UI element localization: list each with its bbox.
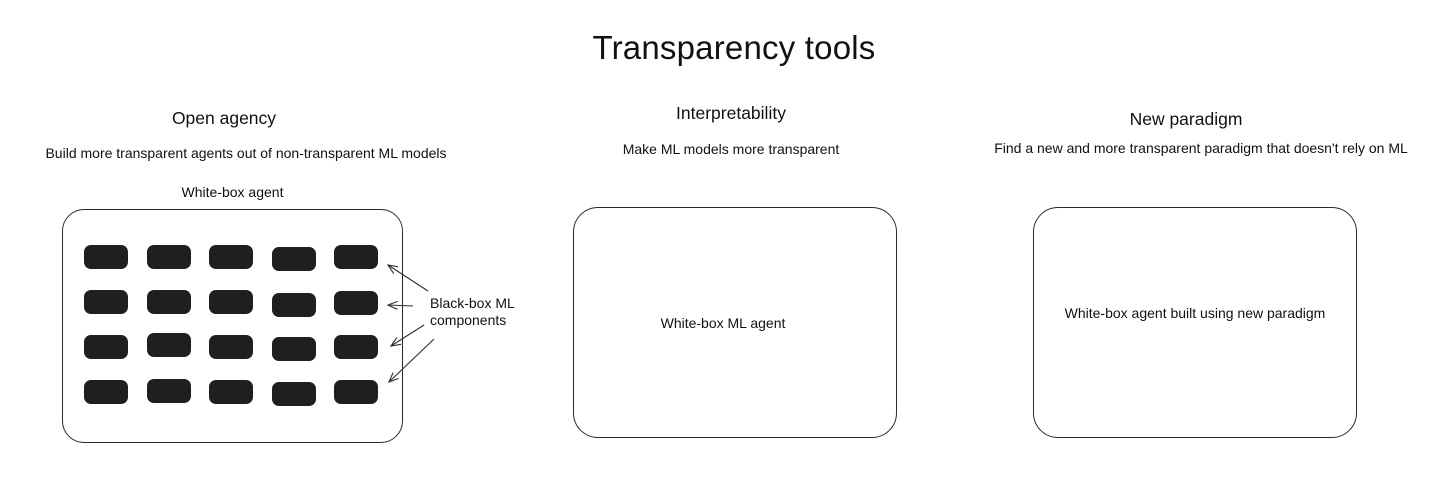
black-box-ml-component (146, 379, 191, 403)
black-box-ml-component (146, 333, 191, 357)
column-subtitle-open-agency: Build more transparent agents out of non… (45, 145, 447, 161)
black-box-ml-component (209, 290, 253, 314)
black-box-ml-component (271, 247, 316, 271)
white-box-agent-label: White-box agent (181, 184, 284, 200)
black-box-ml-component (271, 382, 316, 406)
component-row (84, 245, 378, 271)
column-subtitle-new-paradigm: Find a new and more transparent paradigm… (994, 140, 1408, 156)
white-box-ml-agent-box: White-box ML agent (573, 207, 897, 438)
black-box-ml-component (84, 245, 128, 269)
arrow-to-row-2 (386, 300, 414, 310)
black-box-ml-component (84, 380, 128, 404)
arrow-to-row-1 (386, 264, 429, 292)
black-box-ml-component (84, 290, 128, 314)
black-box-components-label: Black-box ML components (430, 295, 515, 328)
black-box-ml-component (271, 293, 316, 317)
new-paradigm-agent-text: White-box agent built using new paradigm (1064, 304, 1326, 321)
component-row (84, 379, 378, 406)
black-box-ml-component (209, 245, 253, 269)
column-heading-new-paradigm: New paradigm (1129, 109, 1243, 129)
black-box-ml-component (146, 290, 191, 314)
white-box-agent-box (62, 209, 403, 443)
black-box-ml-component (146, 245, 191, 269)
black-box-components-label-line2: components (430, 311, 507, 328)
arrow-to-row-4 (387, 338, 435, 383)
black-box-ml-component (209, 380, 253, 404)
black-box-ml-component (334, 335, 378, 359)
column-heading-interpretability: Interpretability (676, 103, 786, 123)
component-row (84, 333, 378, 361)
white-box-ml-agent-text: White-box ML agent (660, 314, 786, 331)
diagram-title: Transparency tools (592, 29, 876, 66)
component-grid (63, 210, 402, 442)
annotation-arrows (386, 264, 435, 383)
arrow-to-row-3 (389, 324, 425, 347)
black-box-ml-component (334, 291, 378, 315)
black-box-ml-component (84, 335, 128, 359)
black-box-ml-component (334, 245, 378, 269)
column-subtitle-interpretability: Make ML models more transparent (622, 141, 840, 157)
black-box-ml-component (209, 335, 253, 359)
component-row (84, 290, 378, 317)
new-paradigm-agent-box: White-box agent built using new paradigm (1033, 207, 1357, 438)
black-box-ml-component (334, 380, 378, 404)
black-box-ml-component (271, 337, 316, 361)
black-box-components-label-line1: Black-box ML (430, 295, 515, 311)
column-heading-open-agency: Open agency (171, 108, 277, 128)
